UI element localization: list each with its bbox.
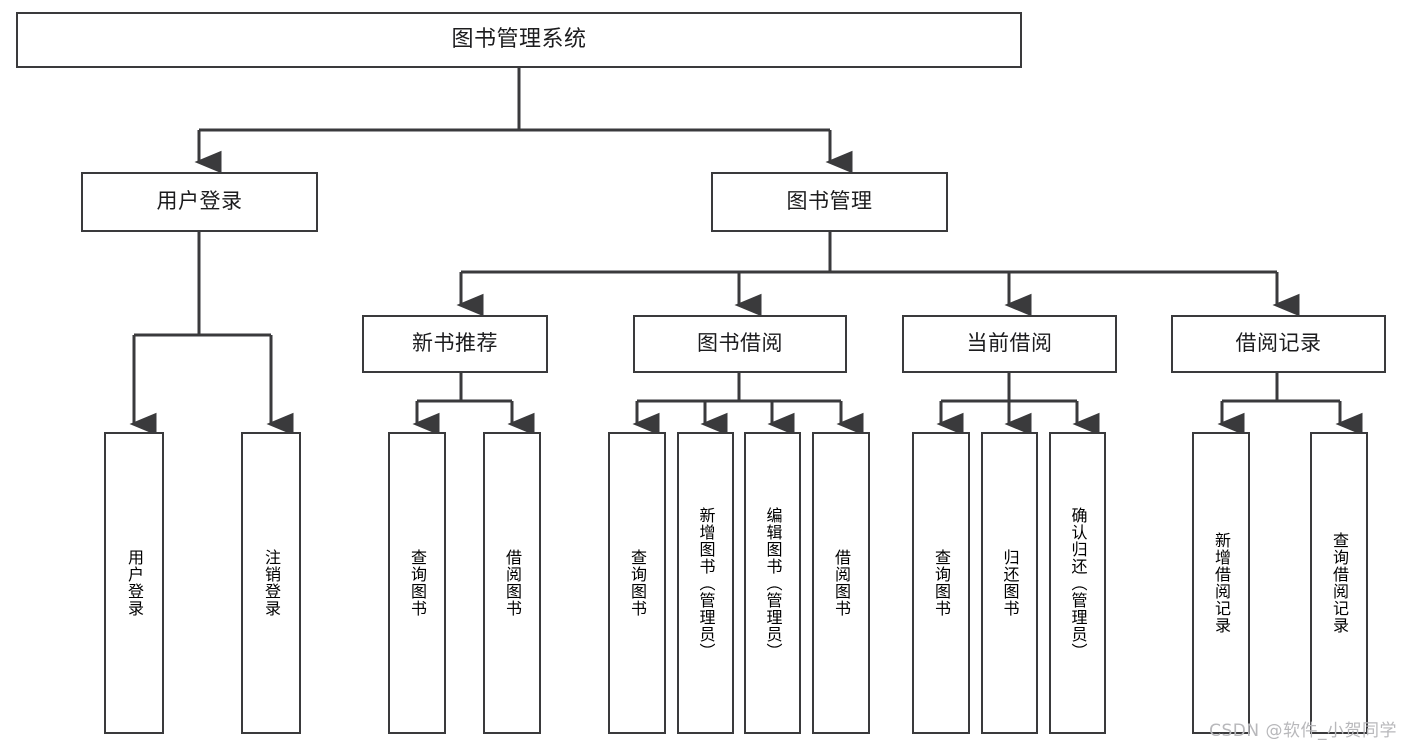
leaf-add-borrow-record[interactable]: 新增借阅记录: [1192, 432, 1250, 734]
node-user-login[interactable]: 用户登录: [81, 172, 318, 232]
leaf-query-book-borrow[interactable]: 查询图书: [608, 432, 666, 734]
node-current-borrow[interactable]: 当前借阅: [902, 315, 1117, 373]
node-label: 图书管理: [786, 189, 873, 214]
leaf-add-book[interactable]: 新增图书（管理员）: [677, 432, 734, 734]
leaf-label: 查询图书: [628, 549, 647, 617]
leaf-label: 用户登录: [125, 549, 144, 617]
leaf-query-book-current[interactable]: 查询图书: [912, 432, 970, 734]
node-label: 新书推荐: [412, 331, 498, 356]
leaf-label: 确认归还（管理员）: [1068, 506, 1088, 660]
node-root-system[interactable]: 图书管理系统: [16, 12, 1022, 68]
leaf-query-borrow-record[interactable]: 查询借阅记录: [1310, 432, 1368, 734]
leaf-label: 归还图书: [1000, 549, 1020, 617]
leaf-label: 查询借阅记录: [1330, 532, 1349, 634]
leaf-borrow-book[interactable]: 借阅图书: [812, 432, 870, 734]
leaf-label: 注销登录: [262, 549, 281, 617]
leaf-label: 编辑图书（管理员）: [763, 506, 783, 660]
node-label: 图书借阅: [697, 331, 783, 356]
leaf-label: 新增借阅记录: [1212, 532, 1231, 634]
leaf-label: 查询图书: [932, 549, 951, 617]
leaf-label: 查询图书: [408, 549, 427, 617]
node-label: 用户登录: [156, 189, 243, 214]
leaf-return-book[interactable]: 归还图书: [981, 432, 1038, 734]
leaf-borrow-book-recommend[interactable]: 借阅图书: [483, 432, 541, 734]
leaf-label: 借阅图书: [832, 549, 851, 617]
leaf-user-logout[interactable]: 注销登录: [241, 432, 301, 734]
node-borrow-record[interactable]: 借阅记录: [1171, 315, 1386, 373]
node-label: 图书管理系统: [451, 26, 587, 52]
csdn-watermark: CSDN @软件_小贺同学: [1209, 721, 1397, 741]
node-label: 借阅记录: [1235, 331, 1322, 356]
leaf-query-book-recommend[interactable]: 查询图书: [388, 432, 446, 734]
node-new-book-recommend[interactable]: 新书推荐: [362, 315, 548, 373]
leaf-label: 借阅图书: [503, 549, 522, 617]
leaf-user-login[interactable]: 用户登录: [104, 432, 164, 734]
node-label: 当前借阅: [966, 331, 1053, 356]
node-book-management[interactable]: 图书管理: [711, 172, 948, 232]
leaf-label: 新增图书（管理员）: [696, 506, 716, 660]
leaf-edit-book[interactable]: 编辑图书（管理员）: [744, 432, 801, 734]
node-book-borrow[interactable]: 图书借阅: [633, 315, 847, 373]
leaf-confirm-return[interactable]: 确认归还（管理员）: [1049, 432, 1106, 734]
